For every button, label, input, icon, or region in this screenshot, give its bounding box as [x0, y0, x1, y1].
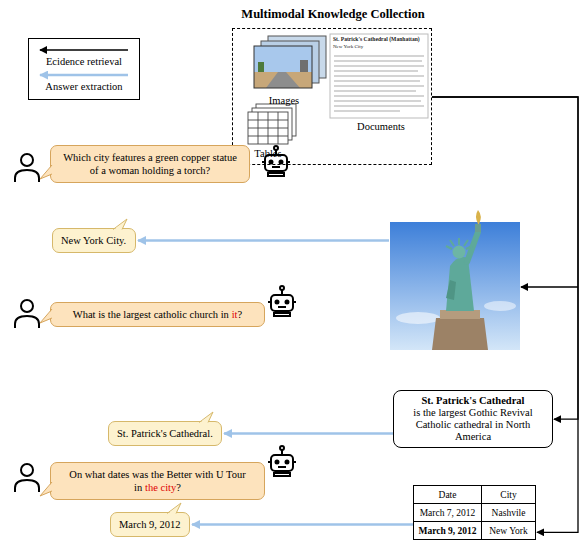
answer-bubble: St. Patrick's Cathedral.: [108, 421, 222, 446]
collection-title: Multimodal Knowledge Collection: [223, 7, 443, 22]
answer-text: March 9, 2012: [119, 519, 181, 530]
table-cell: March 7, 2012: [414, 504, 482, 522]
answer-bubble: New York City.: [52, 228, 136, 253]
source-label: Images: [254, 95, 314, 106]
question-text: ?: [176, 482, 181, 493]
legend-entry: Answer extraction: [29, 70, 139, 92]
legend-arrow-sample: [36, 70, 132, 80]
table-header: Date: [414, 486, 482, 504]
answer-bubble: March 9, 2012: [110, 512, 190, 537]
question-text: ?: [238, 309, 243, 320]
legend-box: Ecidence retrievalAnswer extraction: [28, 38, 140, 100]
document-text: St. Patrick's Cathedral (Manhattan): [333, 36, 420, 42]
question-text: What is the largest catholic church in: [73, 309, 229, 320]
document-icon: [330, 34, 428, 118]
answer-text: New York City.: [61, 235, 126, 246]
bubble-tail: [113, 219, 127, 230]
evidence-text-box: St. Patrick's Cathedralis the largest Go…: [393, 390, 553, 448]
person-icon: [15, 154, 39, 492]
question-text: Which city features a green copper statu…: [63, 152, 237, 176]
table-cell: Nashvile: [482, 504, 536, 522]
evidence-body: is the largest Gothic Revival Catholic c…: [400, 407, 546, 443]
legend-entry: Ecidence retrieval: [29, 45, 139, 67]
highlight-text: the city: [145, 482, 176, 493]
table-cell: New York: [482, 522, 536, 540]
evidence-table: DateCityMarch 7, 2012NashvileMarch 9, 20…: [413, 485, 536, 540]
bubble-tail: [199, 412, 213, 423]
bubble-tail: [40, 482, 52, 496]
retrieval-arrow: [521, 286, 578, 287]
answer-text: St. Patrick's Cathedral.: [117, 428, 213, 439]
legend-text: Answer extraction: [29, 81, 139, 92]
question-bubble: Which city features a green copper statu…: [50, 145, 250, 183]
retrieval-arrow: [432, 97, 578, 419]
extraction-arrow: [192, 523, 413, 526]
legend-text: Ecidence retrieval: [29, 56, 139, 67]
question-bubble: On what dates was the Better with U Tour…: [50, 462, 265, 500]
highlight-text: it: [232, 309, 238, 320]
bubble-tail: [167, 503, 181, 514]
images-icon: [254, 36, 326, 88]
evidence-heading: St. Patrick's Cathedral: [400, 395, 546, 407]
extraction-arrow: [224, 432, 393, 435]
question-bubble: What is the largest catholic church init…: [50, 302, 265, 327]
robot-icon: [262, 146, 296, 476]
tables-icon: [248, 104, 296, 144]
bubble-tail: [40, 309, 52, 323]
knowledge-collection-box: Multimodal Knowledge CollectionImagesTab…: [232, 28, 432, 165]
bubble-tail: [40, 165, 52, 179]
statue-photo: [390, 210, 520, 350]
extraction-arrow: [138, 239, 389, 242]
table-cell: March 9, 2012: [414, 522, 482, 540]
source-label: Documents: [341, 121, 421, 132]
document-text: New York City: [333, 44, 363, 49]
table-header: City: [482, 486, 536, 504]
retrieval-arrow: [432, 97, 578, 532]
legend-arrow-sample: [36, 45, 132, 55]
